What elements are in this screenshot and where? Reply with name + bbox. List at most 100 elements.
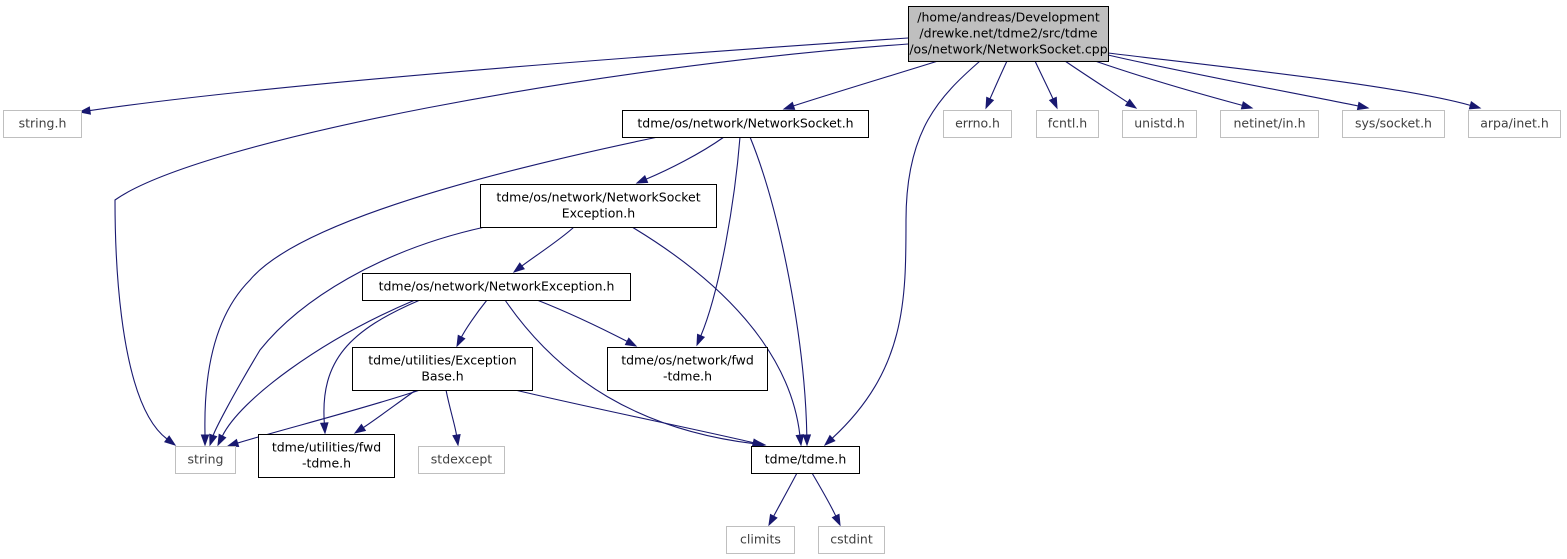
edge-arrowhead: [209, 433, 218, 447]
node-networksocket-cpp[interactable]: /home/andreas/Development/drewke.net/tdm…: [908, 6, 1109, 62]
edge-line: [514, 389, 754, 444]
edge-arrowhead: [1240, 101, 1254, 110]
node-stdexcept[interactable]: stdexcept: [418, 446, 505, 474]
edge-arrowhead: [217, 433, 227, 447]
edge-n11-to-n2: [217, 299, 416, 447]
edge-layer: [78, 37, 1482, 527]
edge-arrowhead: [78, 106, 92, 115]
edge-n16-to-n17: [768, 472, 798, 527]
node-box: [480, 184, 717, 228]
node-fcntl-h[interactable]: fcntl.h: [1036, 110, 1099, 138]
edge-n0-to-n6: [1064, 60, 1138, 109]
edge-arrowhead: [635, 174, 649, 184]
node-box: [1342, 110, 1445, 138]
edge-line: [1107, 52, 1471, 106]
edge-line: [700, 136, 741, 336]
edge-n10-to-n11: [512, 226, 575, 273]
node-string-h[interactable]: string.h: [3, 110, 82, 138]
edge-arrowhead: [456, 334, 466, 348]
edge-n11-to-n13: [536, 299, 638, 347]
edge-arrowhead: [768, 513, 778, 527]
node-label: /drewke.net/tdme2/src/tdme: [919, 26, 1097, 41]
node-unistd-h[interactable]: unistd.h: [1122, 110, 1197, 138]
edge-line: [1107, 54, 1359, 107]
edge-line: [89, 37, 909, 112]
edge-n10-to-n16: [631, 226, 805, 447]
edge-n12-to-n14: [353, 389, 417, 434]
edge-line: [204, 136, 659, 436]
node-box: [418, 446, 505, 474]
edge-line: [460, 299, 488, 338]
edge-n12-to-n2: [226, 389, 421, 448]
edge-arrowhead: [831, 513, 841, 527]
node-netinet-in-h[interactable]: netinet/in.h: [1220, 110, 1319, 138]
node-label: tdme/utilities/fwd: [272, 440, 381, 455]
node-label: Exception.h: [562, 206, 635, 221]
node-errno-h[interactable]: errno.h: [943, 110, 1012, 138]
node-box: [1468, 110, 1561, 138]
node-label: tdme/tdme.h: [765, 452, 847, 467]
node-box: [607, 347, 768, 391]
node-label: -tdme.h: [302, 456, 351, 471]
edge-arrowhead: [512, 262, 525, 273]
edge-line: [631, 226, 801, 436]
edge-arrowhead: [823, 434, 836, 447]
node-network-fwd-tdme-h[interactable]: tdme/os/network/fwd-tdme.h: [607, 347, 768, 391]
node-label: -tdme.h: [663, 369, 712, 384]
node-box: [3, 110, 82, 138]
node-label: unistd.h: [1134, 116, 1185, 131]
edge-line: [646, 136, 725, 180]
edge-arrowhead: [226, 438, 240, 448]
node-box: [818, 526, 885, 554]
node-networksocket-h[interactable]: tdme/os/network/NetworkSocket.h: [622, 110, 869, 138]
edge-arrowhead: [1356, 101, 1370, 111]
edge-n16-to-n18: [811, 472, 841, 527]
node-cstdint[interactable]: cstdint: [818, 526, 885, 554]
node-label: Base.h: [421, 369, 463, 384]
edge-line: [536, 299, 628, 342]
node-climits[interactable]: climits: [726, 526, 795, 554]
edge-line: [811, 472, 837, 517]
node-utilities-fwd-tdme-h[interactable]: tdme/utilities/fwd-tdme.h: [258, 434, 395, 478]
node-label: fcntl.h: [1048, 116, 1087, 131]
node-label: tdme/os/network/NetworkSocket: [496, 190, 700, 205]
edge-n12-to-n15: [445, 389, 461, 447]
node-box: [362, 273, 631, 301]
node-networkexception-h[interactable]: tdme/os/network/NetworkException.h: [362, 273, 631, 301]
node-label: /os/network/NetworkSocket.cpp: [909, 42, 1107, 57]
edge-arrowhead: [1468, 101, 1482, 110]
edge-n3-to-n2: [200, 136, 659, 447]
edge-n0-to-n16: [823, 60, 981, 447]
edge-line: [212, 226, 486, 436]
edge-line: [1094, 60, 1243, 106]
node-box: [1122, 110, 1197, 138]
edge-n0-to-n9: [1107, 52, 1482, 110]
edge-arrowhead: [782, 101, 796, 110]
node-box: [258, 434, 395, 478]
edge-line: [504, 299, 756, 445]
node-label: string: [188, 452, 224, 467]
node-sys-socket-h[interactable]: sys/socket.h: [1342, 110, 1445, 138]
edge-n3-to-n10: [635, 136, 725, 184]
node-box: [1036, 110, 1099, 138]
edge-n10-to-n2: [209, 226, 486, 447]
edge-line: [1064, 60, 1128, 103]
node-string[interactable]: string: [175, 446, 236, 474]
edge-arrowhead: [353, 423, 367, 434]
node-arpa-inet-h[interactable]: arpa/inet.h: [1468, 110, 1561, 138]
node-label: errno.h: [955, 116, 1000, 131]
node-label: tdme/utilities/Exception: [368, 353, 516, 368]
node-tdme-h[interactable]: tdme/tdme.h: [751, 446, 860, 474]
edge-line: [323, 299, 421, 424]
edge-line: [521, 226, 575, 267]
edge-line: [793, 60, 939, 107]
edge-n0-to-n3: [782, 60, 939, 110]
node-box: [622, 110, 869, 138]
node-box: [908, 6, 1109, 62]
node-label: climits: [740, 532, 781, 547]
node-label: netinet/in.h: [1233, 116, 1305, 131]
edge-line: [749, 136, 808, 436]
